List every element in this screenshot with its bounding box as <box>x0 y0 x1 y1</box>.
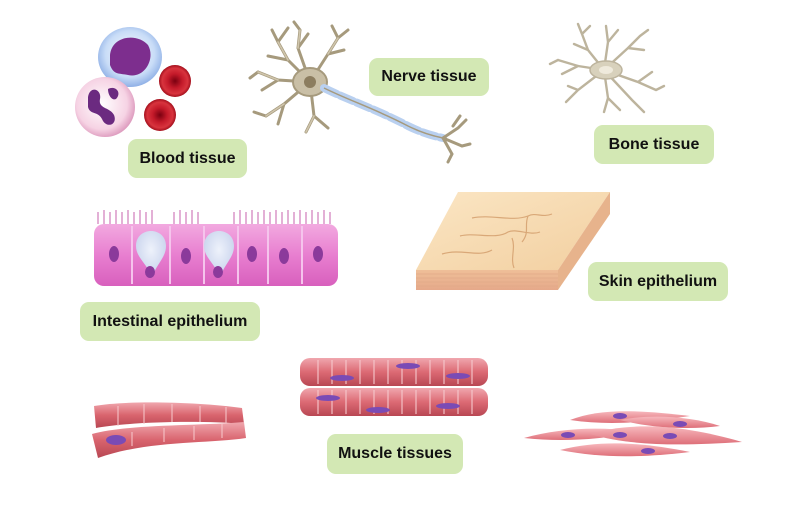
smooth-muscle-cell <box>570 411 690 423</box>
smooth-muscle-icon <box>524 411 742 457</box>
intestinal-epithelium-icon <box>94 210 338 286</box>
neutrophil <box>75 77 135 137</box>
neuron-icon <box>248 20 472 164</box>
osteocyte-icon <box>548 22 666 114</box>
muscle-tissues-label: Muscle tissues <box>327 434 463 474</box>
cardiac-fiber <box>94 402 244 428</box>
red-blood-cell <box>144 99 176 131</box>
blood-tissue-label: Blood tissue <box>128 139 247 178</box>
intestinal-epithelium-label: Intestinal epithelium <box>80 302 260 341</box>
goblet-cell <box>136 231 166 278</box>
skeletal-fiber <box>300 358 488 386</box>
smooth-muscle-cell <box>560 443 690 457</box>
blood-cells-icon <box>75 27 191 137</box>
skeletal-fiber <box>300 388 488 416</box>
skeletal-muscle-icon <box>300 358 488 416</box>
cardiac-fiber <box>92 422 246 458</box>
goblet-cell <box>204 231 234 278</box>
smooth-muscle-cell <box>620 416 720 428</box>
cardiac-muscle-icon <box>92 402 246 458</box>
lymphocyte-nucleus <box>110 37 151 76</box>
neutrophil-nucleus <box>88 87 119 125</box>
red-blood-cell <box>159 65 191 97</box>
nucleus <box>106 435 126 445</box>
skin-block-icon <box>416 192 610 290</box>
bone-tissue-label: Bone tissue <box>594 125 714 164</box>
nerve-tissue-label: Nerve tissue <box>369 58 489 96</box>
skin-epithelium-label: Skin epithelium <box>588 262 728 301</box>
